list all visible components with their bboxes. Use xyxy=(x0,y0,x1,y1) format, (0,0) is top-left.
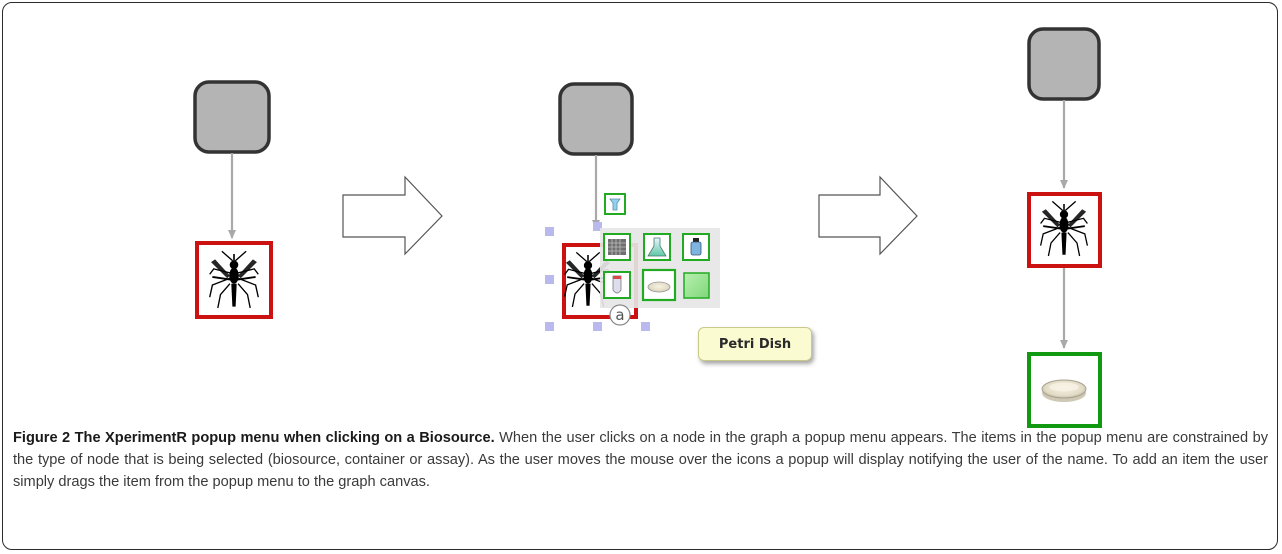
gray-node[interactable] xyxy=(1027,27,1101,101)
tube-icon[interactable] xyxy=(603,271,631,299)
vial-icon[interactable] xyxy=(604,193,626,215)
right-arrow-icon xyxy=(818,175,918,256)
selection-handles[interactable] xyxy=(545,222,650,331)
panel-2: a xyxy=(545,82,720,331)
flask-icon[interactable] xyxy=(643,233,671,261)
tooltip-petri-dish: Petri Dish xyxy=(698,327,812,361)
gray-node[interactable] xyxy=(193,80,271,154)
caption-body: When the user clicks on a node in the gr… xyxy=(13,430,1269,490)
figure-caption: Figure 2 The XperimentR popup menu when … xyxy=(13,427,1268,493)
panel-1 xyxy=(193,80,273,319)
panel-3 xyxy=(1027,27,1102,428)
right-arrow-icon xyxy=(342,175,443,256)
caption-title: Figure 2 The XperimentR popup menu when … xyxy=(13,430,495,446)
microplate-icon[interactable] xyxy=(603,233,631,261)
bottle-icon[interactable] xyxy=(682,233,710,261)
popup-badge[interactable] xyxy=(609,304,631,326)
popup-badge-letter: a xyxy=(615,306,624,324)
green-square-icon[interactable] xyxy=(683,272,710,299)
petri-dish-icon[interactable] xyxy=(641,268,677,302)
petri-dish-icon xyxy=(1041,379,1087,402)
gray-node[interactable] xyxy=(558,82,634,156)
